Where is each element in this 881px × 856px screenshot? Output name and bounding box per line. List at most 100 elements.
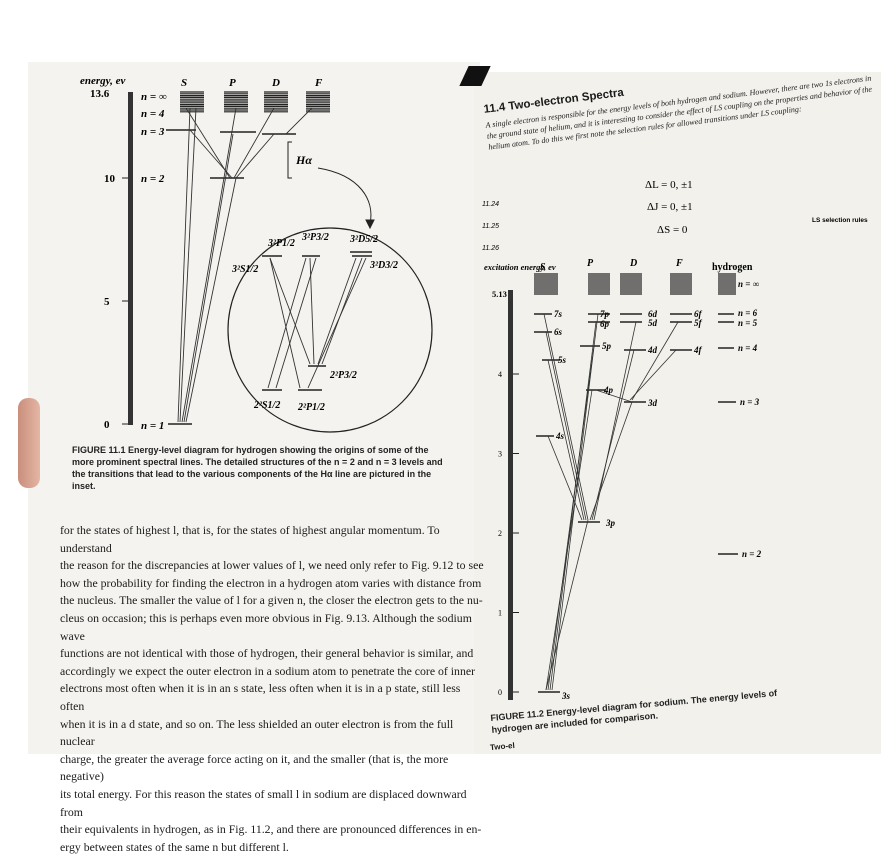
- series-header-s: S: [540, 262, 546, 273]
- body-line: the reason for the discrepancies at lowe…: [60, 558, 484, 573]
- yaxis-ticks: 10 5 0: [104, 173, 128, 431]
- inset-circle: [227, 227, 433, 433]
- body-line: their equivalents in hydrogen, as in Fig…: [60, 822, 482, 837]
- eq-number-11-24: 11.24: [482, 201, 499, 208]
- level-lines: [166, 129, 296, 425]
- level-stacks: [180, 91, 330, 113]
- n-label-infinity: n = ∞: [141, 91, 167, 103]
- level-label-5p: 5p: [602, 341, 612, 351]
- inset-label-2p12: 2²P1/2: [297, 402, 325, 413]
- selection-rules: ΔL = 0, ±1 ΔJ = 0, ±1 ΔS = 0 11.24 11.25…: [482, 179, 868, 252]
- inset-label-3p12: 3²P1/2: [267, 238, 295, 249]
- inset-label-3d52: 3²D5/2: [349, 234, 378, 245]
- inset-label-3s12: 3²S1/2: [231, 264, 258, 275]
- yaxis-label: energy, ev: [80, 75, 126, 87]
- body-line: its total energy. For this reason the st…: [60, 786, 467, 819]
- level-label-7s: 7s: [554, 309, 563, 319]
- body-line: cleus on occasion; this is perhaps even …: [60, 610, 472, 643]
- ytick-label: 2: [498, 529, 502, 538]
- series-header-p: P: [587, 258, 594, 269]
- sodium-level-lines: [534, 313, 738, 693]
- level-label-4s: 4s: [555, 431, 565, 441]
- rule-delta-j: ΔJ = 0, ±1: [647, 201, 693, 213]
- energy-axis-bar: [128, 92, 133, 425]
- body-line: ergy between states of the same n but di…: [60, 839, 289, 854]
- left-page: [28, 62, 480, 754]
- n-label-2: n = 2: [141, 173, 165, 185]
- body-line: how the probability for finding the elec…: [60, 575, 482, 590]
- sodium-transitions: [543, 313, 679, 691]
- inset-label-3d32: 3²D3/2: [369, 260, 398, 271]
- body-line: electrons most often when it is in an s …: [60, 681, 461, 713]
- level-label-3d: 3d: [647, 398, 658, 408]
- sodium-level-labels: 7s 6s 5s 4s 3s 7p 6p 5p 4p 3p 6d 5d 4d 3…: [554, 309, 703, 701]
- transition-lines: [177, 107, 313, 423]
- inset-transitions: [267, 257, 367, 389]
- eq-number-11-25: 11.25: [482, 223, 499, 230]
- margin-note: LS selection rules: [812, 217, 868, 224]
- level-label-4p: 4p: [603, 385, 614, 395]
- hydrogen-label-5: n = 5: [738, 318, 758, 328]
- yaxis-top-value: 5.13: [492, 289, 507, 299]
- thumb-holding-book: [18, 398, 40, 488]
- level-label-4d: 4d: [647, 345, 658, 355]
- hydrogen-label-4: n = 4: [738, 343, 758, 353]
- yaxis-label: excitation energy, ev: [484, 262, 556, 272]
- series-header-f: F: [675, 258, 683, 269]
- h-alpha-label: Hα: [295, 153, 312, 167]
- body-line: the nucleus. The smaller the value of l …: [60, 593, 483, 608]
- inset-label-3p32: 3²P3/2: [301, 232, 329, 243]
- hydrogen-label-6: n = 6: [738, 308, 758, 318]
- hydrogen-label-infinity: n = ∞: [738, 279, 759, 289]
- inset-level-lines: [262, 251, 372, 391]
- inset-label-2p32: 2²P3/2: [329, 370, 357, 381]
- ytick-label: 10: [104, 173, 116, 185]
- series-header-p: P: [229, 77, 236, 89]
- series-header-f: F: [314, 77, 323, 89]
- n-label-4: n = 4: [141, 108, 165, 120]
- ytick-label: 4: [498, 370, 502, 379]
- body-line: functions are not identical with those o…: [60, 646, 474, 661]
- series-header-hydrogen: hydrogen: [712, 262, 753, 273]
- body-line: for the states of highest l, that is, fo…: [60, 523, 440, 555]
- level-label-7p: 7p: [600, 309, 610, 319]
- eq-number-11-26: 11.26: [482, 245, 499, 252]
- level-label-6p: 6p: [600, 319, 610, 329]
- level-label-5s: 5s: [558, 355, 567, 365]
- yaxis-top-value: 13.6: [90, 88, 110, 100]
- inset-label-2s12: 2²S1/2: [253, 400, 280, 411]
- series-headers: S P D F hydrogen: [540, 258, 753, 273]
- level-label-6f: 6f: [694, 309, 703, 319]
- level-label-6d: 6d: [648, 309, 658, 319]
- ytick-label: 1: [498, 609, 502, 618]
- left-body-text: for the states of highest l, that is, fo…: [60, 522, 486, 856]
- level-label-5f: 5f: [694, 318, 703, 328]
- series-header-d: D: [629, 258, 637, 269]
- level-label-5d: 5d: [648, 318, 658, 328]
- level-label-4f: 4f: [693, 345, 703, 355]
- h-alpha-bracket: [287, 141, 375, 230]
- series-headers: S P D F: [181, 77, 323, 89]
- ytick-label: 5: [104, 296, 110, 308]
- right-page: [474, 72, 881, 754]
- hydrogen-label-3: n = 3: [740, 397, 760, 407]
- hydrogen-label-2: n = 2: [742, 549, 762, 559]
- level-label-3s: 3s: [561, 691, 571, 701]
- inset-labels: 3²S1/2 3²P1/2 3²P3/2 3²D5/2 3²D3/2 2²P3/…: [231, 232, 398, 413]
- rule-delta-s: ΔS = 0: [657, 224, 688, 236]
- level-label-6s: 6s: [554, 327, 563, 337]
- energy-axis-bar: [508, 290, 513, 700]
- n-label-3: n = 3: [141, 126, 165, 138]
- body-line: when it is in a d state, and so on. The …: [60, 716, 454, 749]
- figure-11-1-diagram: energy, ev 13.6 10 5 0 S P D F n = ∞ n = 4…: [80, 75, 433, 433]
- ytick-label: 0: [104, 419, 110, 431]
- series-header-s: S: [181, 77, 187, 89]
- series-header-d: D: [271, 77, 280, 89]
- body-line: accordingly we expect the outer electron…: [60, 663, 476, 678]
- rule-delta-l: ΔL = 0, ±1: [645, 179, 693, 191]
- ytick-label: 3: [498, 450, 502, 459]
- body-line: charge, the greater the average force ac…: [60, 751, 449, 784]
- figure-11-1-caption: FIGURE 11.1 Energy-level diagram for hyd…: [72, 445, 443, 491]
